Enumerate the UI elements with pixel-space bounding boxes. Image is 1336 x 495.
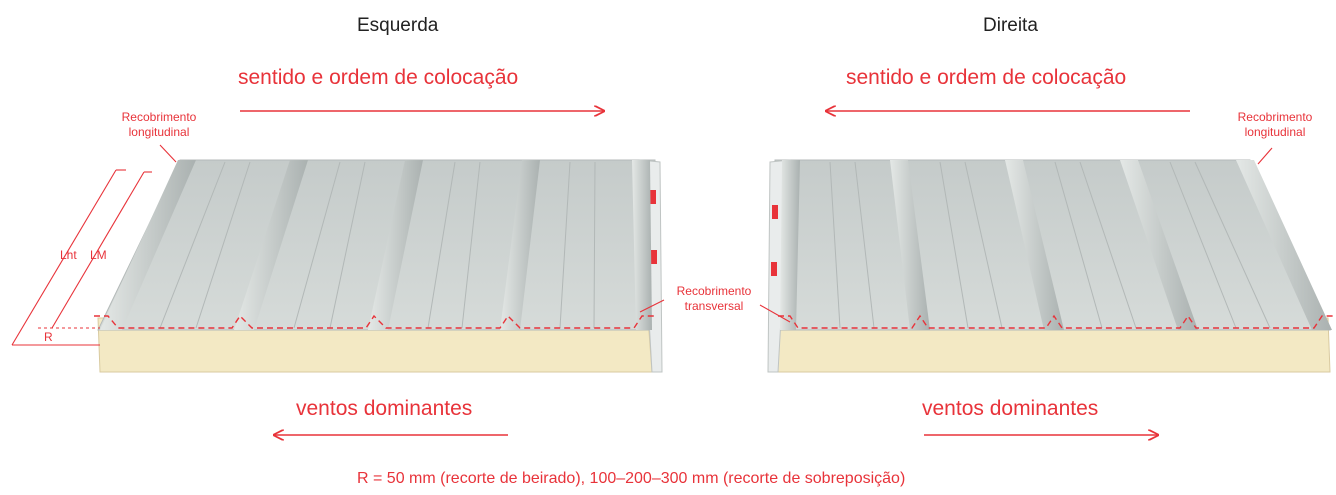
- left-sandwich-panel: [94, 159, 663, 373]
- right-transverse-leader: [759, 304, 791, 323]
- left-dimensions: [11, 144, 665, 346]
- dim-r-label: R: [44, 330, 53, 344]
- left-placement-label: sentido e ordem de colocação: [238, 66, 519, 89]
- right-longitudinal-line-2: longitudinal: [1244, 125, 1306, 139]
- left-panel-side-mark-1: [650, 190, 656, 204]
- right-side-title: Direita: [983, 15, 1038, 36]
- left-rib-1: [100, 160, 196, 330]
- left-wind-label: ventos dominantes: [296, 397, 473, 420]
- left-transverse-overlap-line: [94, 314, 656, 329]
- left-panel-side-mark-2: [651, 250, 657, 264]
- dim-lm-label: LM: [90, 248, 107, 262]
- right-rib-4: [1120, 160, 1198, 330]
- left-longitudinal-leader: [159, 144, 177, 163]
- left-longitudinal-line-1: Recobrimento: [121, 110, 197, 124]
- dim-lht-label: Lht: [60, 248, 77, 262]
- dim-lm-line: [51, 171, 145, 329]
- left-longitudinal-line-2: longitudinal: [128, 125, 190, 139]
- left-side-title: Esquerda: [357, 15, 439, 36]
- right-sandwich-panel: [767, 159, 1334, 373]
- left-panel-grooves: [159, 161, 596, 329]
- right-rib-3: [1005, 160, 1064, 330]
- arrows: [240, 111, 1190, 435]
- right-wind-label: ventos dominantes: [922, 397, 1099, 420]
- transverse-line-2: transversal: [684, 299, 744, 313]
- right-placement-label: sentido e ordem de colocação: [846, 66, 1127, 89]
- right-longitudinal-leader: [1257, 147, 1273, 165]
- right-rib-5: [1236, 160, 1332, 330]
- right-longitudinal-overlap-label: Recobrimento longitudinal: [1228, 110, 1322, 140]
- left-transverse-leader: [639, 299, 665, 313]
- left-longitudinal-overlap-label: Recobrimento longitudinal: [112, 110, 206, 140]
- right-longitudinal-line-1: Recobrimento: [1237, 110, 1313, 124]
- right-panel-grooves: [829, 161, 1271, 329]
- right-leaders: [759, 147, 1273, 323]
- left-rib-5: [632, 160, 652, 330]
- dim-lht-line: [11, 169, 117, 346]
- right-panel-side-mark-2: [771, 262, 777, 276]
- right-rib-1: [780, 160, 800, 330]
- right-rib-2: [890, 160, 930, 330]
- left-rib-3: [368, 160, 423, 330]
- right-transverse-overlap-line: [778, 314, 1334, 329]
- footnote: R = 50 mm (recorte de beirado), 100–200–…: [357, 470, 906, 487]
- transverse-line-1: Recobrimento: [676, 284, 752, 298]
- transverse-overlap-label: Recobrimento transversal: [664, 284, 764, 314]
- right-panel-side-mark-1: [772, 205, 778, 219]
- left-rib-2: [234, 160, 308, 330]
- left-rib-4: [500, 160, 540, 330]
